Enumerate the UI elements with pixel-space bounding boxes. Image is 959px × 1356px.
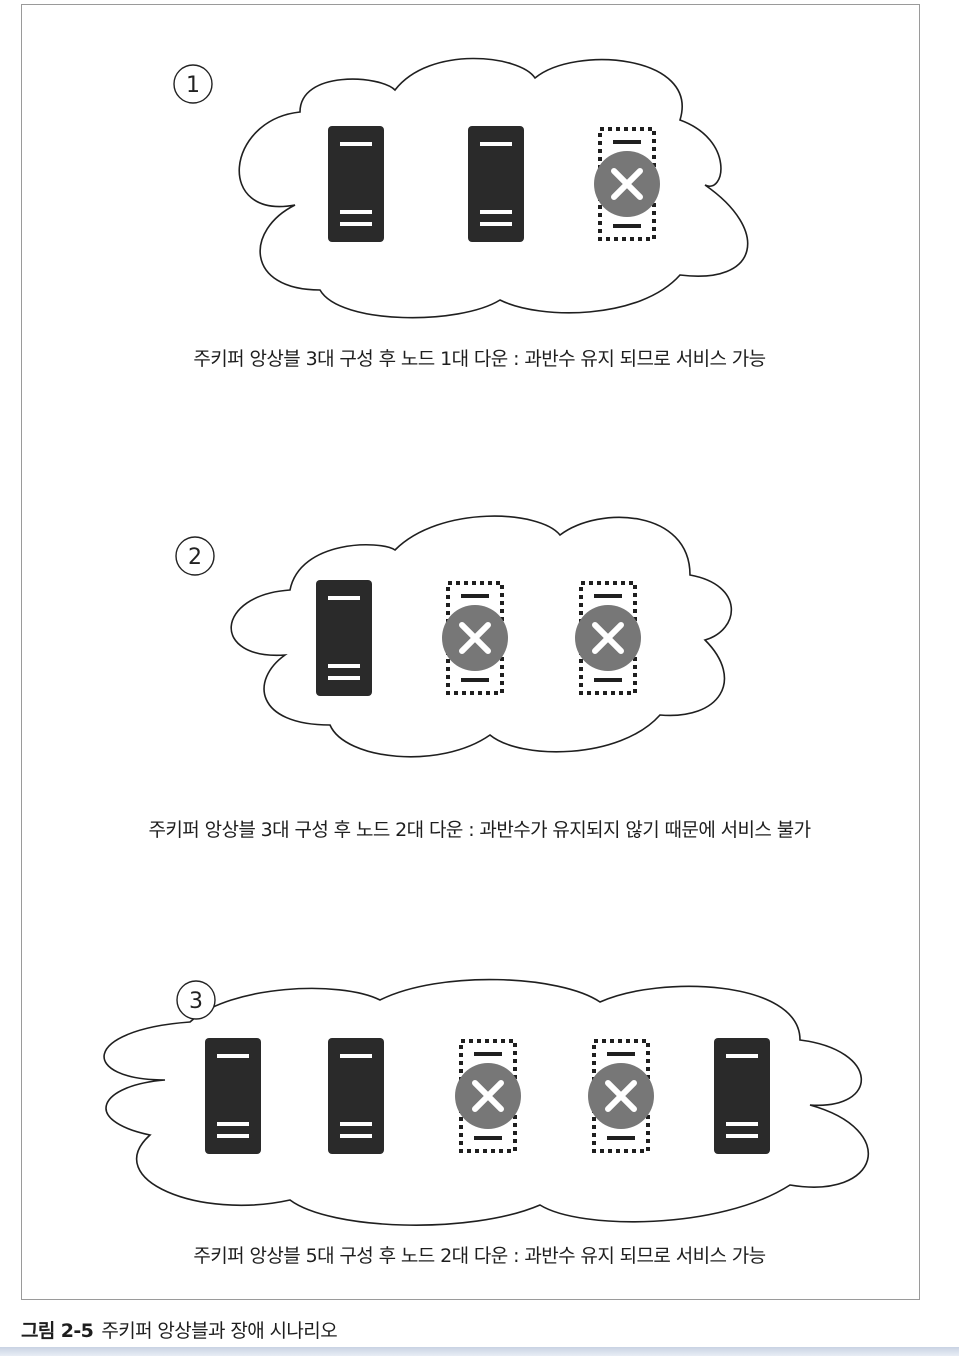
server-slot-line	[594, 678, 622, 682]
x-circle-icon	[594, 151, 660, 217]
server-slot-line	[340, 210, 372, 214]
server-slot-line	[594, 594, 622, 598]
server-slot-line	[474, 1136, 502, 1140]
scenario-2-caption: 주키퍼 앙상블 3대 구성 후 노드 2대 다운 : 과반수가 유지되지 않기 …	[148, 819, 812, 841]
failed-server-icon	[594, 127, 660, 241]
server-icon	[328, 1038, 384, 1154]
x-mark	[605, 1080, 637, 1112]
figure-caption: 그림 2-5 주키퍼 앙상블과 장애 시나리오	[21, 1316, 338, 1343]
step-badge-1	[173, 64, 213, 104]
x-circle-icon	[588, 1063, 654, 1129]
server-slot-line	[480, 210, 512, 214]
server-slot-line	[726, 1122, 758, 1126]
scenario-3-caption: 주키퍼 앙상블 5대 구성 후 노드 2대 다운 : 과반수 유지 되므로 서비…	[193, 1245, 766, 1267]
server-slot-line	[340, 1054, 372, 1058]
figure-title: 주키퍼 앙상블과 장애 시나리오	[101, 1320, 338, 1342]
server-icon	[205, 1038, 261, 1154]
scenario-3: 3	[103, 978, 869, 1226]
x-circle-icon	[575, 605, 641, 671]
x-circle-icon	[442, 605, 508, 671]
failed-server-icon	[442, 581, 508, 695]
step-number-1: 1	[186, 73, 200, 98]
x-circle-icon	[455, 1063, 521, 1129]
server-icon	[316, 580, 372, 696]
figure-number: 그림 2-5	[21, 1320, 94, 1342]
server-slot-line	[328, 596, 360, 600]
step-number-3: 3	[189, 989, 203, 1014]
x-mark	[592, 622, 624, 654]
server-slot-line	[328, 676, 360, 680]
server-slot-line	[480, 222, 512, 226]
x-mark	[459, 622, 491, 654]
server-slot-line	[726, 1134, 758, 1138]
server-slot-line	[461, 594, 489, 598]
failed-server-icon	[588, 1039, 654, 1153]
server-slot-line	[607, 1052, 635, 1056]
server-icon	[714, 1038, 770, 1154]
server-slot-line	[328, 664, 360, 668]
x-mark	[472, 1080, 504, 1112]
server-slot-line	[607, 1136, 635, 1140]
server-slot-line	[726, 1054, 758, 1058]
scenario-1: 1	[173, 57, 749, 319]
server-slot-line	[217, 1054, 249, 1058]
server-slot-line	[217, 1122, 249, 1126]
server-icon	[468, 126, 524, 242]
server-slot-line	[613, 224, 641, 228]
step-number-2: 2	[188, 545, 202, 570]
failed-server-icon	[455, 1039, 521, 1153]
server-slot-line	[340, 222, 372, 226]
x-mark	[611, 168, 643, 200]
step-badge-2	[175, 536, 215, 576]
server-slot-line	[340, 142, 372, 146]
scenario-1-caption: 주키퍼 앙상블 3대 구성 후 노드 1대 다운 : 과반수 유지 되므로 서비…	[193, 348, 766, 370]
server-slot-line	[480, 142, 512, 146]
server-icon	[328, 126, 384, 242]
page-bottom-rule	[0, 1347, 959, 1356]
scenario-2: 2	[175, 515, 733, 758]
server-slot-line	[340, 1134, 372, 1138]
server-slot-line	[340, 1122, 372, 1126]
server-slot-line	[217, 1134, 249, 1138]
step-badge-3	[176, 980, 216, 1020]
failed-server-icon	[575, 581, 641, 695]
server-slot-line	[461, 678, 489, 682]
server-slot-line	[474, 1052, 502, 1056]
server-slot-line	[613, 140, 641, 144]
